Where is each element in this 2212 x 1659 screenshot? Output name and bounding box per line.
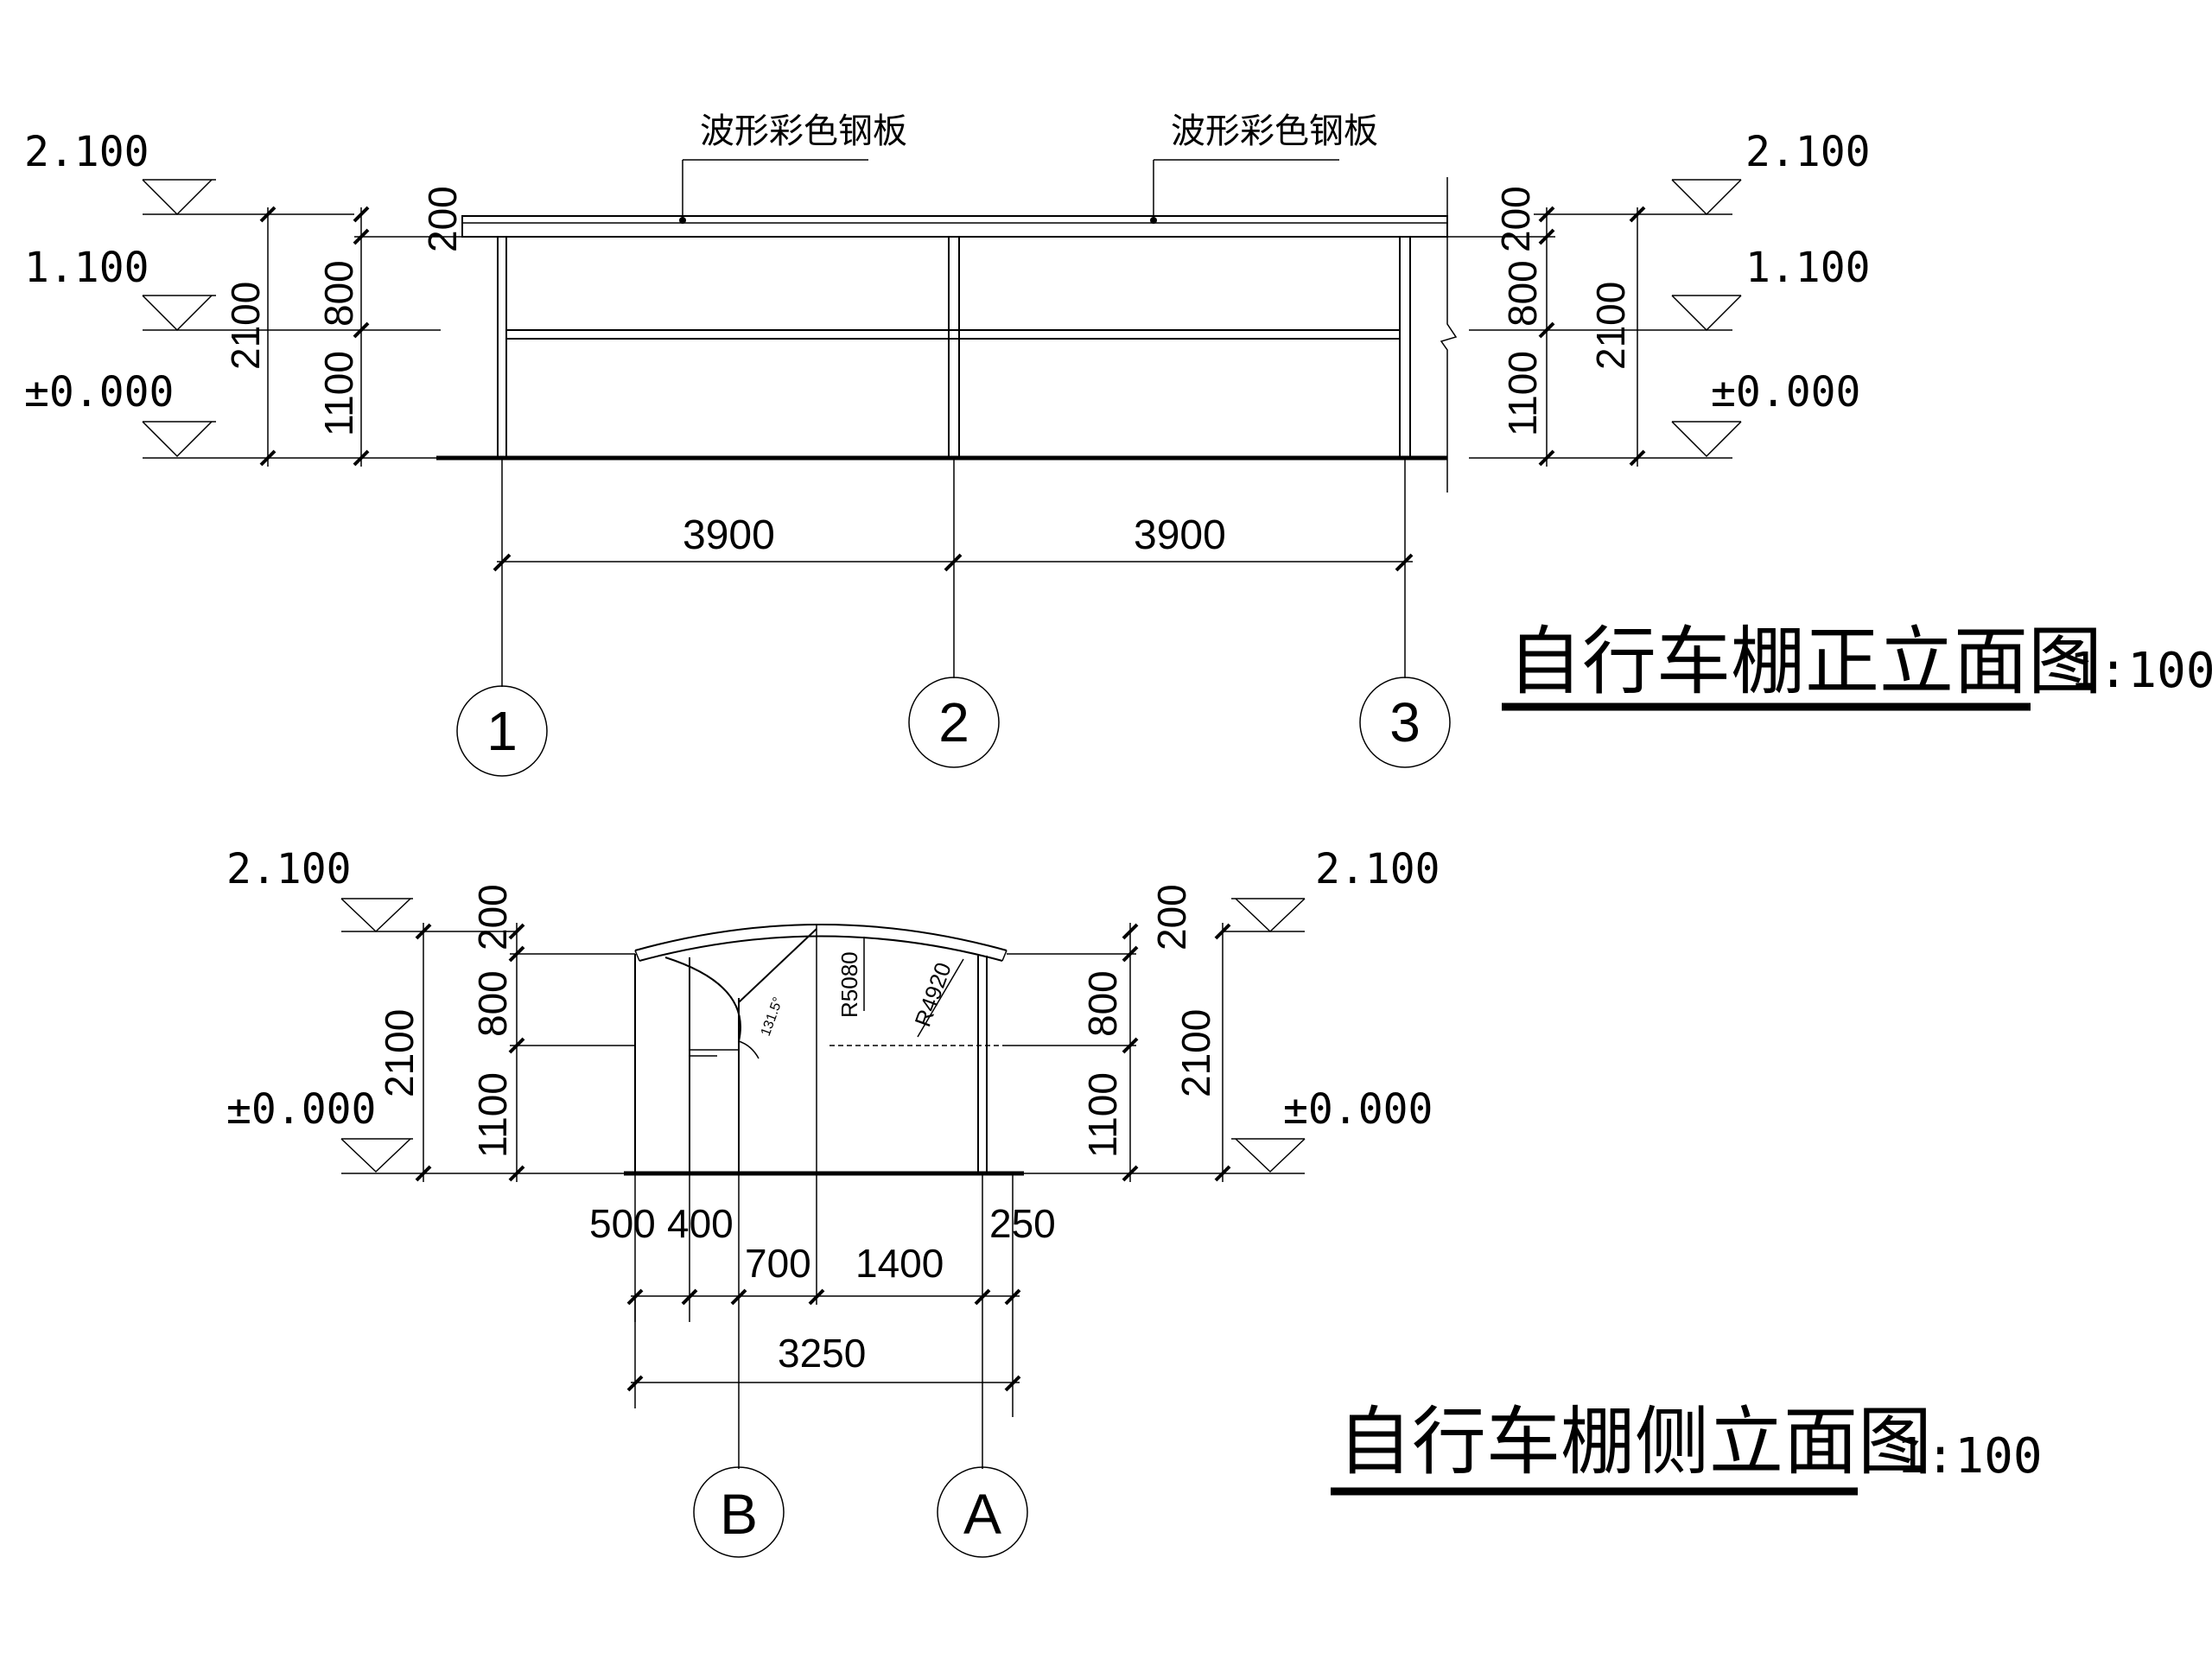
level-left-1100: 1.100 [24, 244, 149, 292]
side-dim-left-800: 800 [470, 970, 515, 1037]
side-dim-left-200: 200 [470, 884, 515, 950]
front-elevation: 波形彩色钢板 波形彩色钢板 2.100 1. [24, 111, 2212, 777]
front-levels-left: 2.100 1.100 ±0.000 [24, 128, 441, 459]
side-level-left-0000: ±0.000 [226, 1085, 376, 1134]
angle-label: 131.5° [759, 995, 786, 1038]
bracket-tie [690, 1049, 739, 1057]
roof-leader-dot-1 [679, 217, 686, 224]
front-title: 自行车棚正立面图 [1508, 619, 2102, 705]
radius-label-r4920: R4920 [909, 959, 956, 1030]
side-dims-right: 200 800 1100 2100 [1007, 884, 1231, 1182]
side-level-left-2100: 2.100 [226, 845, 352, 893]
dim-left-800: 800 [316, 260, 361, 327]
side-scale: 1:100 [1897, 1428, 2043, 1484]
side-structure [624, 924, 1024, 1176]
level-right-0000: ±0.000 [1711, 368, 1860, 416]
bay-dim-2: 3900 [1134, 512, 1226, 558]
dim-left-1100: 1100 [316, 351, 361, 436]
axis-bubble-a [937, 1466, 1028, 1558]
level-left-0000: ±0.000 [24, 368, 174, 416]
radius-label-r5080: R5080 [836, 951, 862, 1018]
roof-label-2: 波形彩色钢板 [1171, 111, 1378, 151]
side-title: 自行车棚侧立面图 [1338, 1399, 1932, 1485]
roof-arc-outer [634, 924, 1007, 951]
r4920-leader [917, 958, 964, 1038]
front-bay-dims: 3900 3900 [493, 512, 1414, 572]
side-dims-left: 2100 200 800 1100 [377, 884, 635, 1182]
front-axes: 1 2 3 [456, 458, 1451, 777]
bottom-dim-700: 700 [745, 1241, 811, 1286]
roof-arc-inner [639, 935, 1003, 962]
roof-leader-1 [682, 159, 868, 220]
side-bottom-dims: 500 400 250 700 1400 3250 [589, 1173, 1056, 1469]
roof-label-1: 波形彩色钢板 [700, 111, 907, 151]
side-dim-right-200: 200 [1149, 884, 1194, 950]
level-right-2100: 2.100 [1745, 128, 1871, 176]
axis-label-a: A [963, 1482, 1001, 1546]
side-dim-left-1100: 1100 [470, 1072, 515, 1158]
axis-label-b: B [720, 1482, 758, 1546]
axis-bubble-b [693, 1466, 785, 1558]
bracket-arc [738, 1040, 760, 1059]
dim-right-1100: 1100 [1500, 351, 1545, 436]
side-dim-right-800: 800 [1080, 970, 1125, 1037]
bottom-dim-250: 250 [989, 1201, 1056, 1246]
roof-slab [461, 215, 1448, 238]
break-line [1440, 177, 1458, 493]
bottom-dim-1400: 1400 [855, 1241, 944, 1286]
side-level-right-2100: 2.100 [1315, 845, 1440, 893]
bracket-strut [738, 928, 817, 1003]
level-left-2100: 2.100 [24, 128, 149, 176]
front-dims-left: 2100 200 800 1100 [223, 186, 465, 467]
side-dim-right-1100: 1100 [1080, 1072, 1125, 1158]
bracket-curve [664, 957, 741, 1042]
side-levels-right: 2.100 ±0.000 [1024, 845, 1440, 1174]
axis-label-3: 3 [1389, 691, 1421, 753]
front-columns [497, 237, 1411, 458]
roof-leader-2 [1153, 159, 1339, 220]
roof-leader-dot-2 [1150, 217, 1157, 224]
dim-right-total: 2100 [1588, 282, 1633, 370]
level-right-1100: 1.100 [1745, 244, 1871, 292]
dim-right-200: 200 [1493, 186, 1538, 252]
dim-right-800: 800 [1500, 260, 1545, 327]
side-dim-right-total: 2100 [1173, 1009, 1218, 1097]
side-axes: B A [693, 1466, 1028, 1558]
axis-label-2: 2 [938, 691, 969, 753]
side-level-right-0000: ±0.000 [1283, 1085, 1433, 1134]
axis-bubble-1 [456, 685, 548, 777]
front-levels-right: 2.100 1.100 ±0.000 [1469, 128, 1871, 459]
bottom-dim-total: 3250 [778, 1331, 866, 1376]
front-dims-right: 200 800 1100 2100 [1447, 186, 1646, 467]
front-scale: 1:100 [2069, 643, 2212, 699]
side-levels-left: 2.100 ±0.000 [226, 845, 624, 1174]
side-elevation: 2.100 ±0.000 2100 200 800 1100 [226, 845, 2043, 1558]
bottom-dim-500: 500 [589, 1201, 656, 1246]
dim-left-total: 2100 [223, 282, 268, 370]
axis-bubble-3 [1359, 677, 1451, 768]
bay-dim-1: 3900 [683, 512, 775, 558]
axis-label-1: 1 [486, 700, 518, 762]
side-dim-left-total: 2100 [377, 1009, 422, 1097]
dim-left-200: 200 [420, 186, 465, 252]
axis-bubble-2 [908, 677, 1000, 768]
bottom-dim-400: 400 [667, 1201, 734, 1246]
